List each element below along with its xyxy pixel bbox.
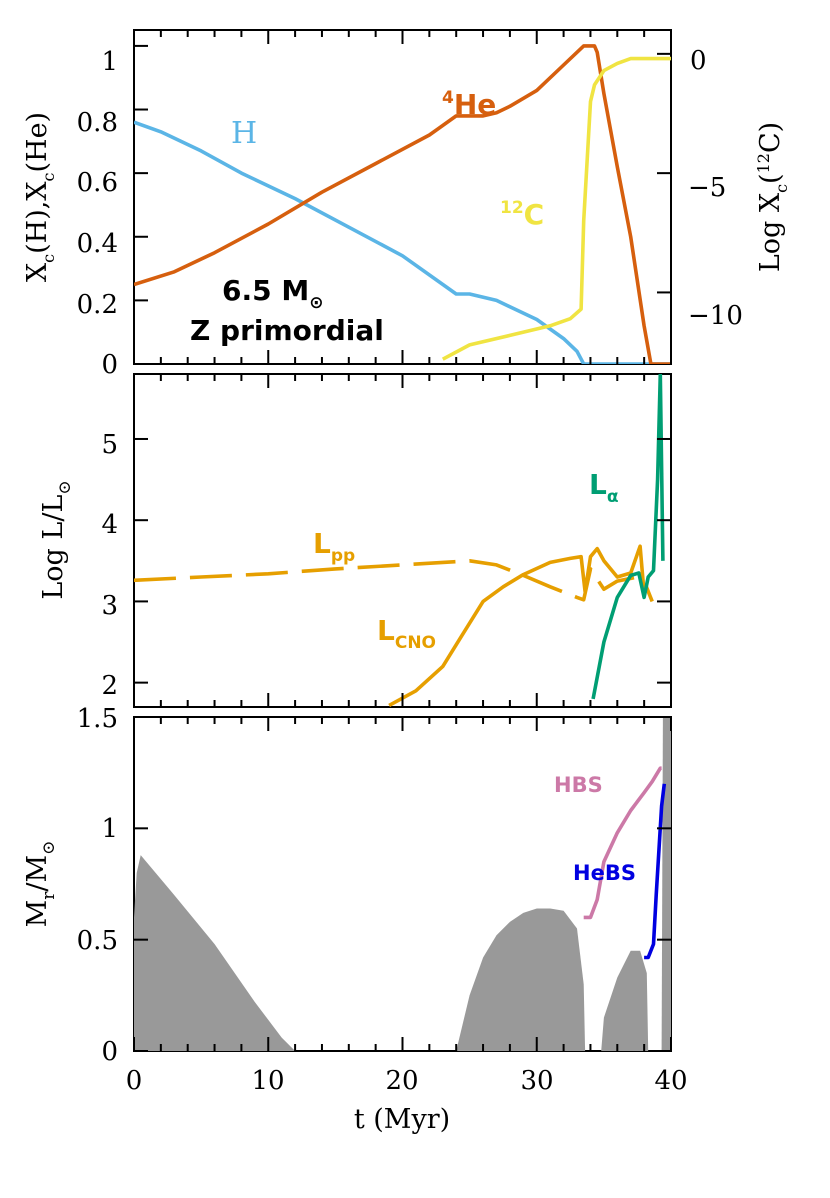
tick-label-top-y-0.6: 0.6 <box>77 168 118 198</box>
middle-y-axis-title: Log L/L⊙ <box>38 480 75 599</box>
line-layer <box>134 44 671 960</box>
tick-label-top-y-0.8: 0.8 <box>77 108 118 138</box>
series-label-LCNO: LCNO <box>377 614 436 653</box>
series-middle-l-pp <box>134 559 654 603</box>
series-bottom-convective-core-3 <box>601 950 649 1051</box>
annotation-metallicity: Z primordial <box>190 314 384 347</box>
tick-label-top-y-0: 0 <box>101 350 118 380</box>
series-middle-l-cno <box>388 544 646 707</box>
tick-label-mid-y-3: 3 <box>101 591 118 621</box>
annotation-mass: 6.5 M⊙ <box>222 274 323 313</box>
series-top-4he <box>134 44 671 364</box>
tick-label-top-y-1: 1 <box>101 47 118 77</box>
tick-label-mid-y-2: 2 <box>101 671 118 701</box>
tick-label-bot-y-0: 0 <box>101 1037 118 1067</box>
series-label-Lalpha: Lα <box>589 468 619 507</box>
series-bottom-convective-core-4 <box>661 717 671 1051</box>
tick-label-bot-y-1.5: 1.5 <box>77 704 118 734</box>
tick-label-mid-y-5: 5 <box>101 430 118 460</box>
series-top-12c <box>441 56 671 361</box>
tick-label-x-10: 10 <box>251 1066 284 1096</box>
series-label-H: H <box>231 116 257 151</box>
series-label-4He: 4He <box>442 88 496 121</box>
tick-layer <box>133 30 672 1052</box>
fill-layer <box>134 717 671 1051</box>
tick-label-bot-y-1: 1 <box>101 814 118 844</box>
top-y-axis-title: Xc(H),Xc(He) <box>22 112 58 282</box>
series-label-12C: 12C <box>500 198 544 231</box>
tick-label-x-20: 20 <box>385 1066 418 1096</box>
tick-label-bot-y-0.5: 0.5 <box>77 926 118 956</box>
series-bottom-hebs <box>644 783 667 960</box>
series-bottom-hbs <box>583 766 663 920</box>
tick-label-x-0: 0 <box>126 1066 143 1096</box>
series-bottom-convective-core-1 <box>134 855 296 1051</box>
series-bottom-convective-core-2 <box>456 908 586 1051</box>
bottom-y-axis-title: Mr/M⊙ <box>22 841 59 928</box>
tick-label-top-y2-m5: −5 <box>688 173 726 203</box>
series-label-HBS: HBS <box>554 773 603 797</box>
tick-label-top-y2-0: 0 <box>690 46 707 76</box>
series-top-h <box>134 120 671 364</box>
tick-label-mid-y-4: 4 <box>101 510 118 540</box>
x-axis-title: t (Myr) <box>354 1104 450 1135</box>
series-label-HeBS: HeBS <box>573 861 636 885</box>
tick-label-x-30: 30 <box>520 1066 553 1096</box>
top-y2-axis-title: Log Xc(12C) <box>754 122 791 272</box>
tick-label-top-y2-m10: −10 <box>688 301 743 331</box>
tick-label-top-y-0.4: 0.4 <box>77 229 118 259</box>
tick-label-top-y-0.2: 0.2 <box>77 290 118 320</box>
series-middle-l <box>591 374 665 700</box>
series-label-Lpp: Lpp <box>313 527 355 566</box>
tick-label-x-40: 40 <box>654 1066 687 1096</box>
middle-panel-frame <box>133 373 672 708</box>
